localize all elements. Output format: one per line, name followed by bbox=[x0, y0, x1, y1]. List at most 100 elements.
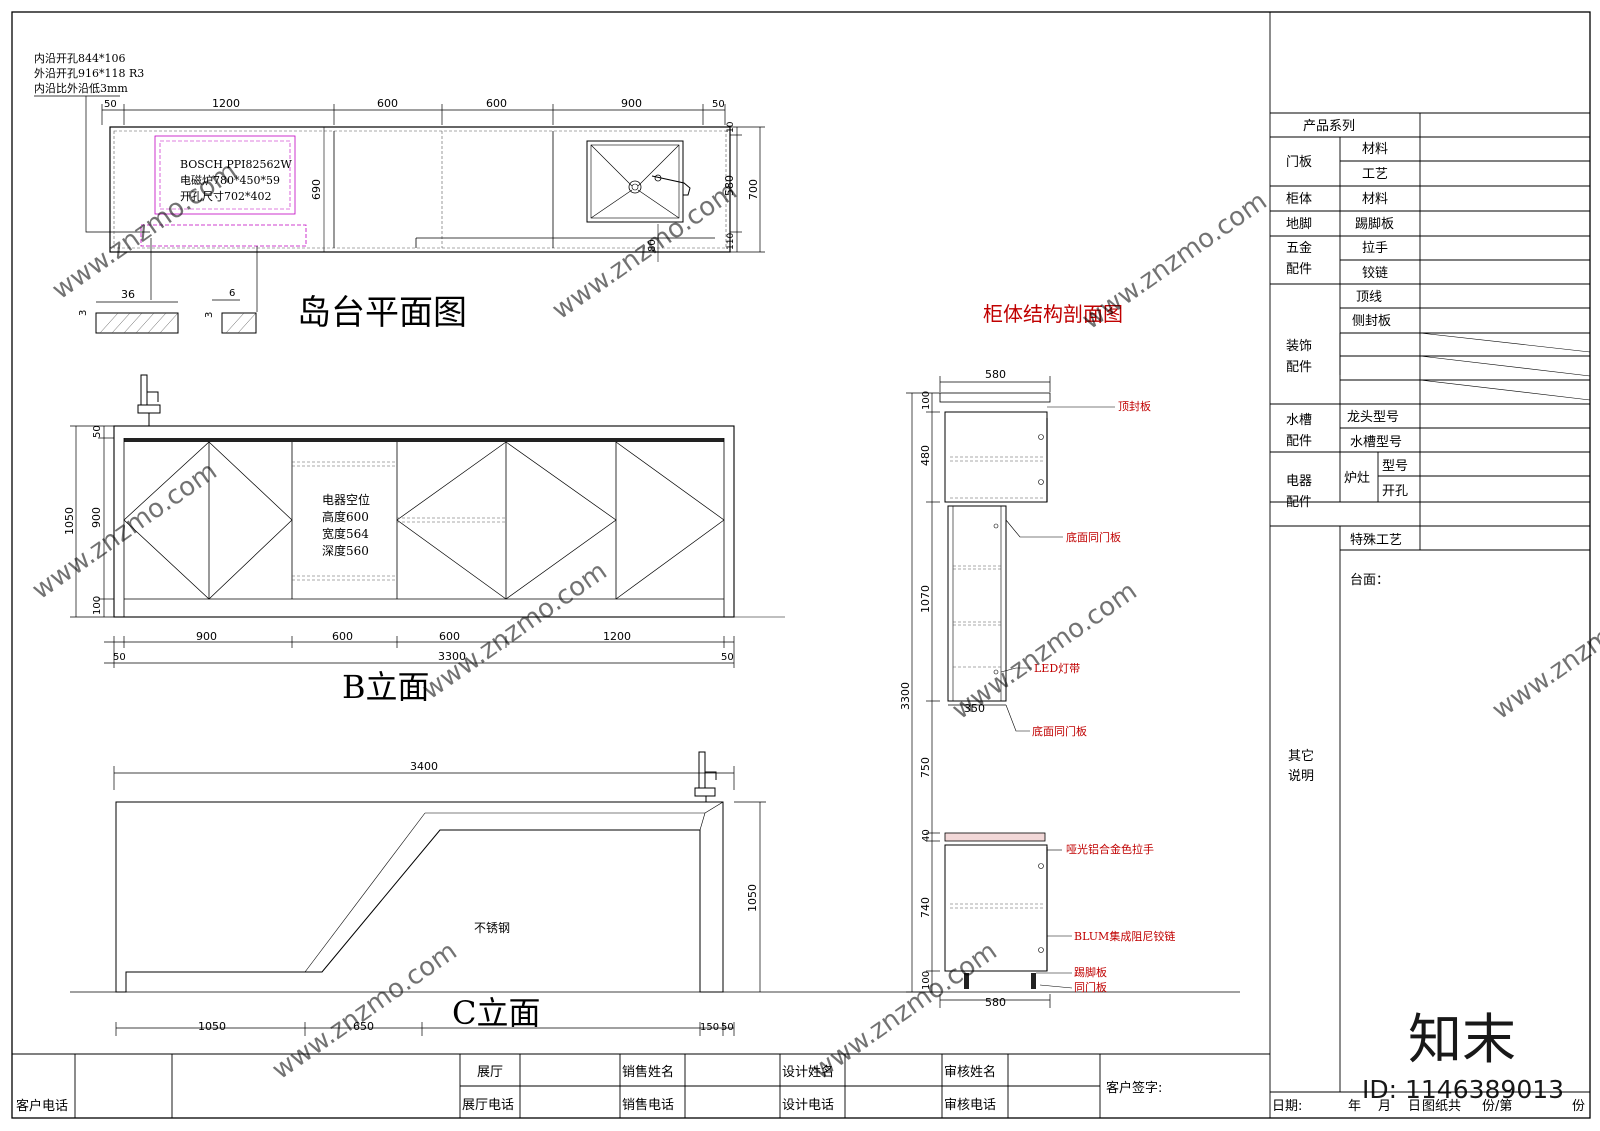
spec-group-appliance: 电器 bbox=[1286, 474, 1312, 489]
spec-group-carcass: 柜体 bbox=[1286, 192, 1312, 207]
spec-sink-faucet: 龙头型号 bbox=[1347, 410, 1399, 425]
spec-group-door: 门板 bbox=[1286, 155, 1312, 170]
edge-detail-2-height: 3 bbox=[204, 312, 215, 318]
spec-group-deco-2: 配件 bbox=[1286, 360, 1312, 375]
faucet-icon bbox=[137, 374, 161, 426]
section-label-7: 同门板 bbox=[1074, 980, 1107, 994]
section-label-5: BLUM集成阻尼铰链 bbox=[1074, 929, 1175, 943]
svg-text:www.znzmo.com: www.znzmo.com bbox=[547, 176, 743, 326]
svg-text:www.znzmo.com: www.znzmo.com bbox=[1487, 576, 1600, 726]
cooktop-model: BOSCH PPI82562W bbox=[180, 158, 292, 171]
footer-sheet-unit: 份 bbox=[1572, 1099, 1585, 1114]
plan-dim-top-0: 50 bbox=[104, 99, 117, 110]
sheet-border bbox=[11, 11, 1591, 1119]
svg-text:www.znzmo.com: www.znzmo.com bbox=[47, 156, 243, 306]
section-label-4: 哑光铝合金色拉手 bbox=[1066, 842, 1154, 856]
spec-table-text: 产品系列 门板 材料 工艺 柜体 材料 地脚 踢脚板 五金 配件 拉手 铰链 装… bbox=[1286, 119, 1408, 784]
edge-detail-1-height: 3 bbox=[78, 310, 89, 316]
section-height-0: 100 bbox=[921, 391, 932, 410]
plan-dim-right-1: 580 bbox=[723, 175, 736, 196]
spec-table bbox=[1269, 12, 1591, 1118]
appliance-line-3: 深度560 bbox=[322, 543, 369, 558]
svg-text:www.znzmo.com: www.znzmo.com bbox=[267, 936, 463, 1086]
edge-detail-1-width: 36 bbox=[121, 288, 135, 301]
plan-dim-top-5: 50 bbox=[712, 99, 725, 110]
footer-table bbox=[12, 1053, 1270, 1118]
appliance-line-2: 宽度564 bbox=[322, 526, 369, 541]
spec-other: 其它 bbox=[1288, 748, 1314, 764]
svg-text:www.znzmo.com: www.znzmo.com bbox=[947, 576, 1143, 726]
sink-icon bbox=[586, 140, 691, 223]
spec-deco-top: 顶线 bbox=[1356, 290, 1382, 305]
b-elevation: 电器空位 高度600 宽度564 深度560 1050 50 900 100 5… bbox=[63, 374, 785, 706]
b-dim-bottom-5: 50 bbox=[721, 652, 734, 663]
footer-sheet-no: 份/第 bbox=[1482, 1099, 1512, 1114]
section-height-4: 40 bbox=[921, 829, 932, 842]
plan-dim-right-3: 700 bbox=[747, 179, 760, 200]
footer-sheets: 图纸共 bbox=[1422, 1099, 1461, 1114]
plan-dim-top-1: 1200 bbox=[212, 97, 240, 110]
plan-note-inner-hole: 内沿开孔844*106 bbox=[34, 51, 126, 65]
appliance-line-0: 电器空位 bbox=[322, 492, 370, 507]
section-label-3: 底面同门板 bbox=[1032, 724, 1087, 738]
footer-day: 日 bbox=[1408, 1099, 1421, 1114]
spec-foot-kick: 踢脚板 bbox=[1355, 216, 1394, 232]
spec-appliance-model: 型号 bbox=[1382, 459, 1408, 474]
b-dim-left-2: 900 bbox=[90, 507, 103, 528]
b-dim-left-3: 100 bbox=[92, 596, 103, 615]
plan-dim-sink-edge: 80 bbox=[647, 239, 658, 252]
spec-door-material: 材料 bbox=[1362, 142, 1388, 157]
edge-detail-2-width: 6 bbox=[229, 288, 235, 299]
section-label-0: 顶封板 bbox=[1118, 399, 1151, 413]
c-elevation-title: C立面 bbox=[452, 994, 541, 1032]
edge-detail-1: 36 3 bbox=[78, 288, 179, 334]
footer-sales-phone: 销售电话 bbox=[622, 1097, 674, 1113]
appliance-line-1: 高度600 bbox=[322, 509, 369, 524]
c-dim-bottom-0: 1050 bbox=[198, 1020, 226, 1033]
spec-deco-side: 侧封板 bbox=[1352, 314, 1391, 329]
footer-sales-name: 销售姓名 bbox=[622, 1064, 674, 1080]
footer-customer-phone: 客户电话 bbox=[16, 1098, 68, 1114]
spec-carcass-material: 材料 bbox=[1362, 192, 1388, 207]
spec-group-hardware-2: 配件 bbox=[1286, 262, 1312, 277]
section-label-6: 踢脚板 bbox=[1074, 965, 1107, 979]
section-total-height: 3300 bbox=[899, 682, 912, 710]
footer-review-name: 审核姓名 bbox=[944, 1064, 996, 1080]
plan-dim-top-4: 900 bbox=[621, 97, 642, 110]
spec-appliance-stove: 炉灶 bbox=[1344, 471, 1370, 486]
section-top-width: 580 bbox=[985, 368, 1006, 381]
spec-other-2: 说明 bbox=[1288, 769, 1314, 784]
faucet-icon-c bbox=[694, 751, 717, 802]
svg-text:www.znzmo.com: www.znzmo.com bbox=[1077, 186, 1273, 336]
spec-group-hardware: 五金 bbox=[1286, 240, 1312, 256]
svg-text:www.znzmo.com: www.znzmo.com bbox=[27, 456, 223, 606]
spec-group-deco: 装饰 bbox=[1286, 339, 1312, 354]
plan-dim-right-0: 10 bbox=[726, 121, 736, 133]
section-title: 柜体结构剖面图 bbox=[983, 302, 1123, 326]
footer-review-phone: 审核电话 bbox=[944, 1098, 996, 1113]
section-height-1: 480 bbox=[919, 445, 932, 466]
b-dim-total: 3300 bbox=[438, 650, 466, 663]
section-height-2: 1070 bbox=[919, 585, 932, 613]
spec-countertop: 台面： bbox=[1350, 573, 1389, 588]
section-inner-width: 350 bbox=[964, 702, 985, 715]
spec-special: 特殊工艺 bbox=[1350, 533, 1402, 548]
c-material: 不锈钢 bbox=[474, 921, 510, 935]
plan-dim-depth: 690 bbox=[310, 179, 323, 200]
plan-title: 岛台平面图 bbox=[297, 293, 467, 333]
b-dim-left-0: 1050 bbox=[63, 507, 76, 535]
edge-detail-2: 6 3 bbox=[204, 288, 257, 334]
handle-slot bbox=[140, 224, 307, 247]
footer-design-name: 设计姓名 bbox=[782, 1064, 834, 1080]
plan-dim-top-3: 600 bbox=[486, 97, 507, 110]
c-dim-bottom-2: 150 bbox=[700, 1022, 719, 1033]
b-dim-bottom-4: 1200 bbox=[603, 630, 631, 643]
c-dim-height: 1050 bbox=[746, 884, 759, 912]
section-label-1: 底面同门板 bbox=[1066, 530, 1121, 544]
c-dim-total: 3400 bbox=[410, 760, 438, 773]
section-height-6: 100 bbox=[921, 971, 932, 990]
b-elevation-title: B立面 bbox=[342, 668, 430, 706]
plan-dim-right-2: 110 bbox=[726, 233, 736, 250]
spec-group-sink-2: 配件 bbox=[1286, 434, 1312, 449]
